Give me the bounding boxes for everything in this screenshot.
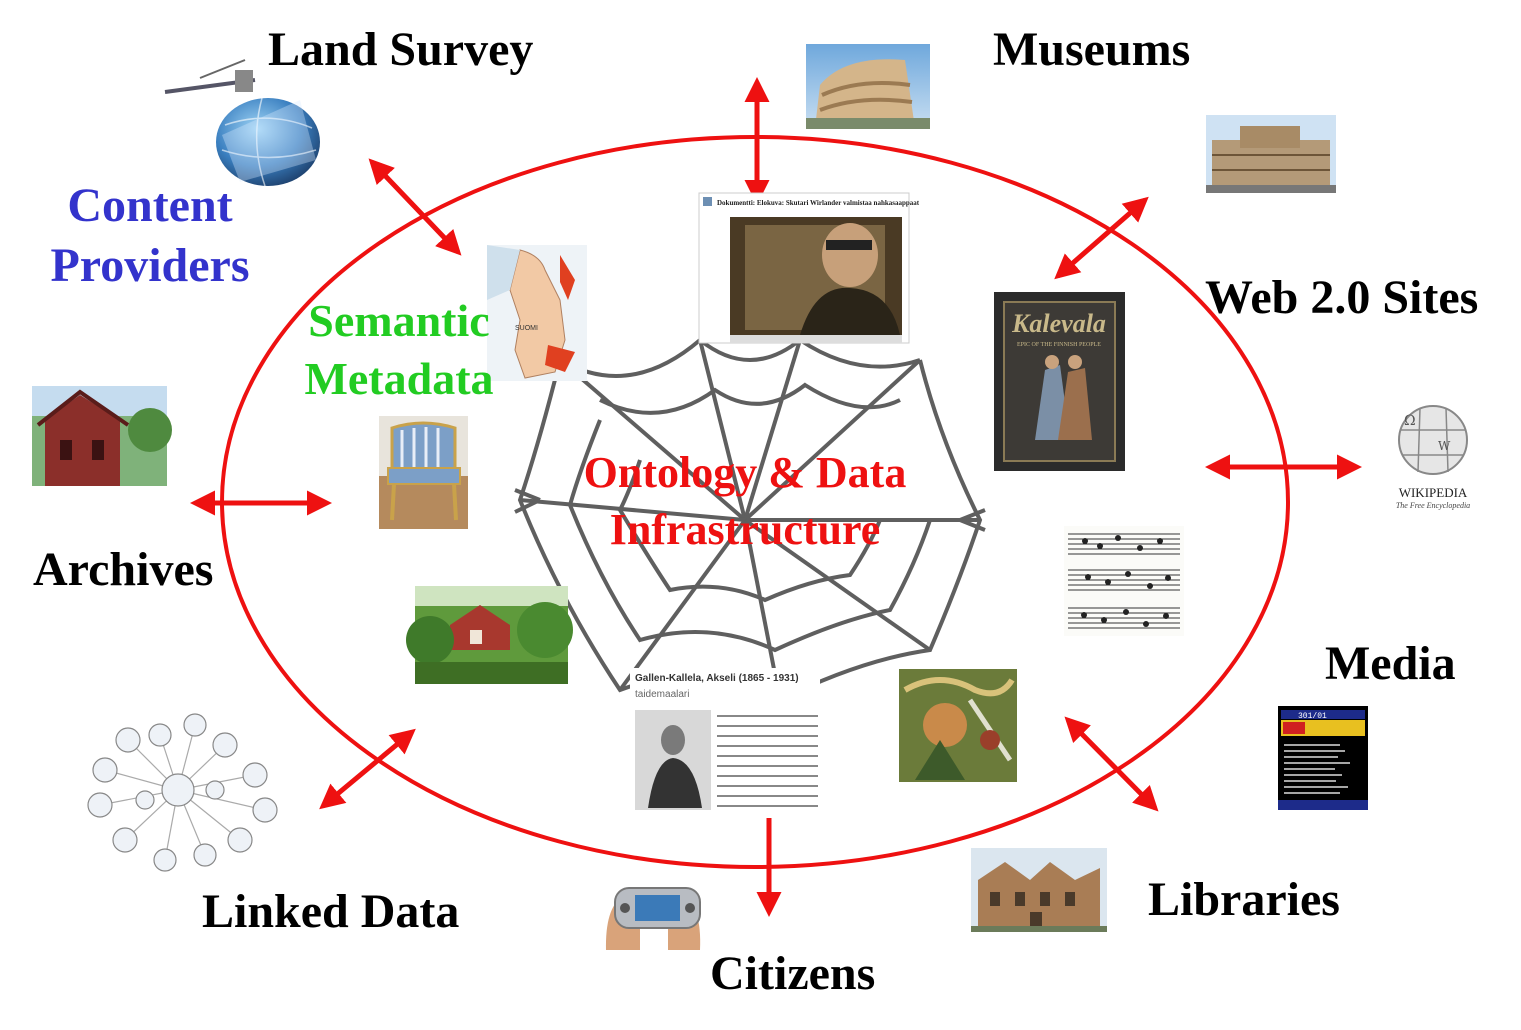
bio-title: Gallen-Kallela, Akseli (1865 - 1931) xyxy=(635,673,799,684)
library-photo xyxy=(971,848,1107,932)
content-providers-line1: Content xyxy=(67,179,233,232)
wikipedia-logo: Ω W WIKIPEDIA The Free Encyclopedia xyxy=(1383,398,1485,512)
map-label: SUOMI xyxy=(515,325,538,332)
video-thumbnail: Dokumentti: Elokuva: Skutari Wirlander v… xyxy=(698,192,920,344)
arrow-land-survey xyxy=(368,158,462,256)
cottage-photo xyxy=(406,586,573,684)
map-finland: SUOMI xyxy=(487,245,587,381)
content-providers-line2: Providers xyxy=(50,239,250,292)
label-archives: Archives xyxy=(33,543,214,596)
label-web20-sites: Web 2.0 Sites xyxy=(1205,271,1479,324)
building-photo xyxy=(1206,115,1336,193)
satellite-globe-icon xyxy=(164,59,320,187)
linked-data-graph xyxy=(87,713,278,872)
label-linked-data: Linked Data xyxy=(202,885,460,938)
chair-photo xyxy=(379,416,468,529)
mobile-device-hands xyxy=(605,887,701,950)
kalevala-book: Kalevala EPIC OF THE FINNISH PEOPLE xyxy=(994,292,1125,471)
wikipedia-tagline: The Free Encyclopedia xyxy=(1396,501,1470,510)
arrow-libraries xyxy=(1064,716,1159,812)
arrow-web20 xyxy=(1054,196,1149,280)
video-caption: Dokumentti: Elokuva: Skutari Wirlander v… xyxy=(717,199,920,207)
label-citizens: Citizens xyxy=(710,947,876,1000)
label-media: Media xyxy=(1325,637,1456,690)
label-content-providers: Content Providers xyxy=(40,176,260,296)
semantic-metadata-line1: Semantic xyxy=(308,295,490,346)
label-land-survey: Land Survey xyxy=(268,23,534,76)
svg-text:W: W xyxy=(1438,439,1451,453)
wikipedia-name: WIKIPEDIA xyxy=(1399,485,1468,500)
bio-role: taidemaalari xyxy=(635,689,689,700)
center-line2: Infrastructure xyxy=(609,505,881,555)
label-museums: Museums xyxy=(993,23,1191,76)
teletext-page: 301/01 xyxy=(1298,712,1327,721)
sheet-music xyxy=(1064,526,1184,636)
teletext-screen: 301/01 xyxy=(1278,706,1368,810)
biography-page: Gallen-Kallela, Akseli (1865 - 1931) tai… xyxy=(630,668,820,818)
archives-photo xyxy=(32,386,172,486)
museum-photo xyxy=(806,44,930,129)
painting xyxy=(899,669,1017,782)
label-libraries: Libraries xyxy=(1148,873,1340,926)
spider-web-graphic xyxy=(514,337,986,703)
svg-text:Ω: Ω xyxy=(1404,413,1416,429)
semantic-metadata-line2: Metadata xyxy=(304,352,494,404)
label-semantic-metadata: Semantic Metadata xyxy=(290,292,508,407)
kalevala-subtitle: EPIC OF THE FINNISH PEOPLE xyxy=(1017,342,1101,348)
label-ontology-infrastructure: Ontology & Data Infrastructure xyxy=(545,444,945,558)
kalevala-title: Kalevala xyxy=(1011,309,1106,338)
arrow-linked-data xyxy=(319,728,416,810)
center-line1: Ontology & Data xyxy=(583,448,907,497)
